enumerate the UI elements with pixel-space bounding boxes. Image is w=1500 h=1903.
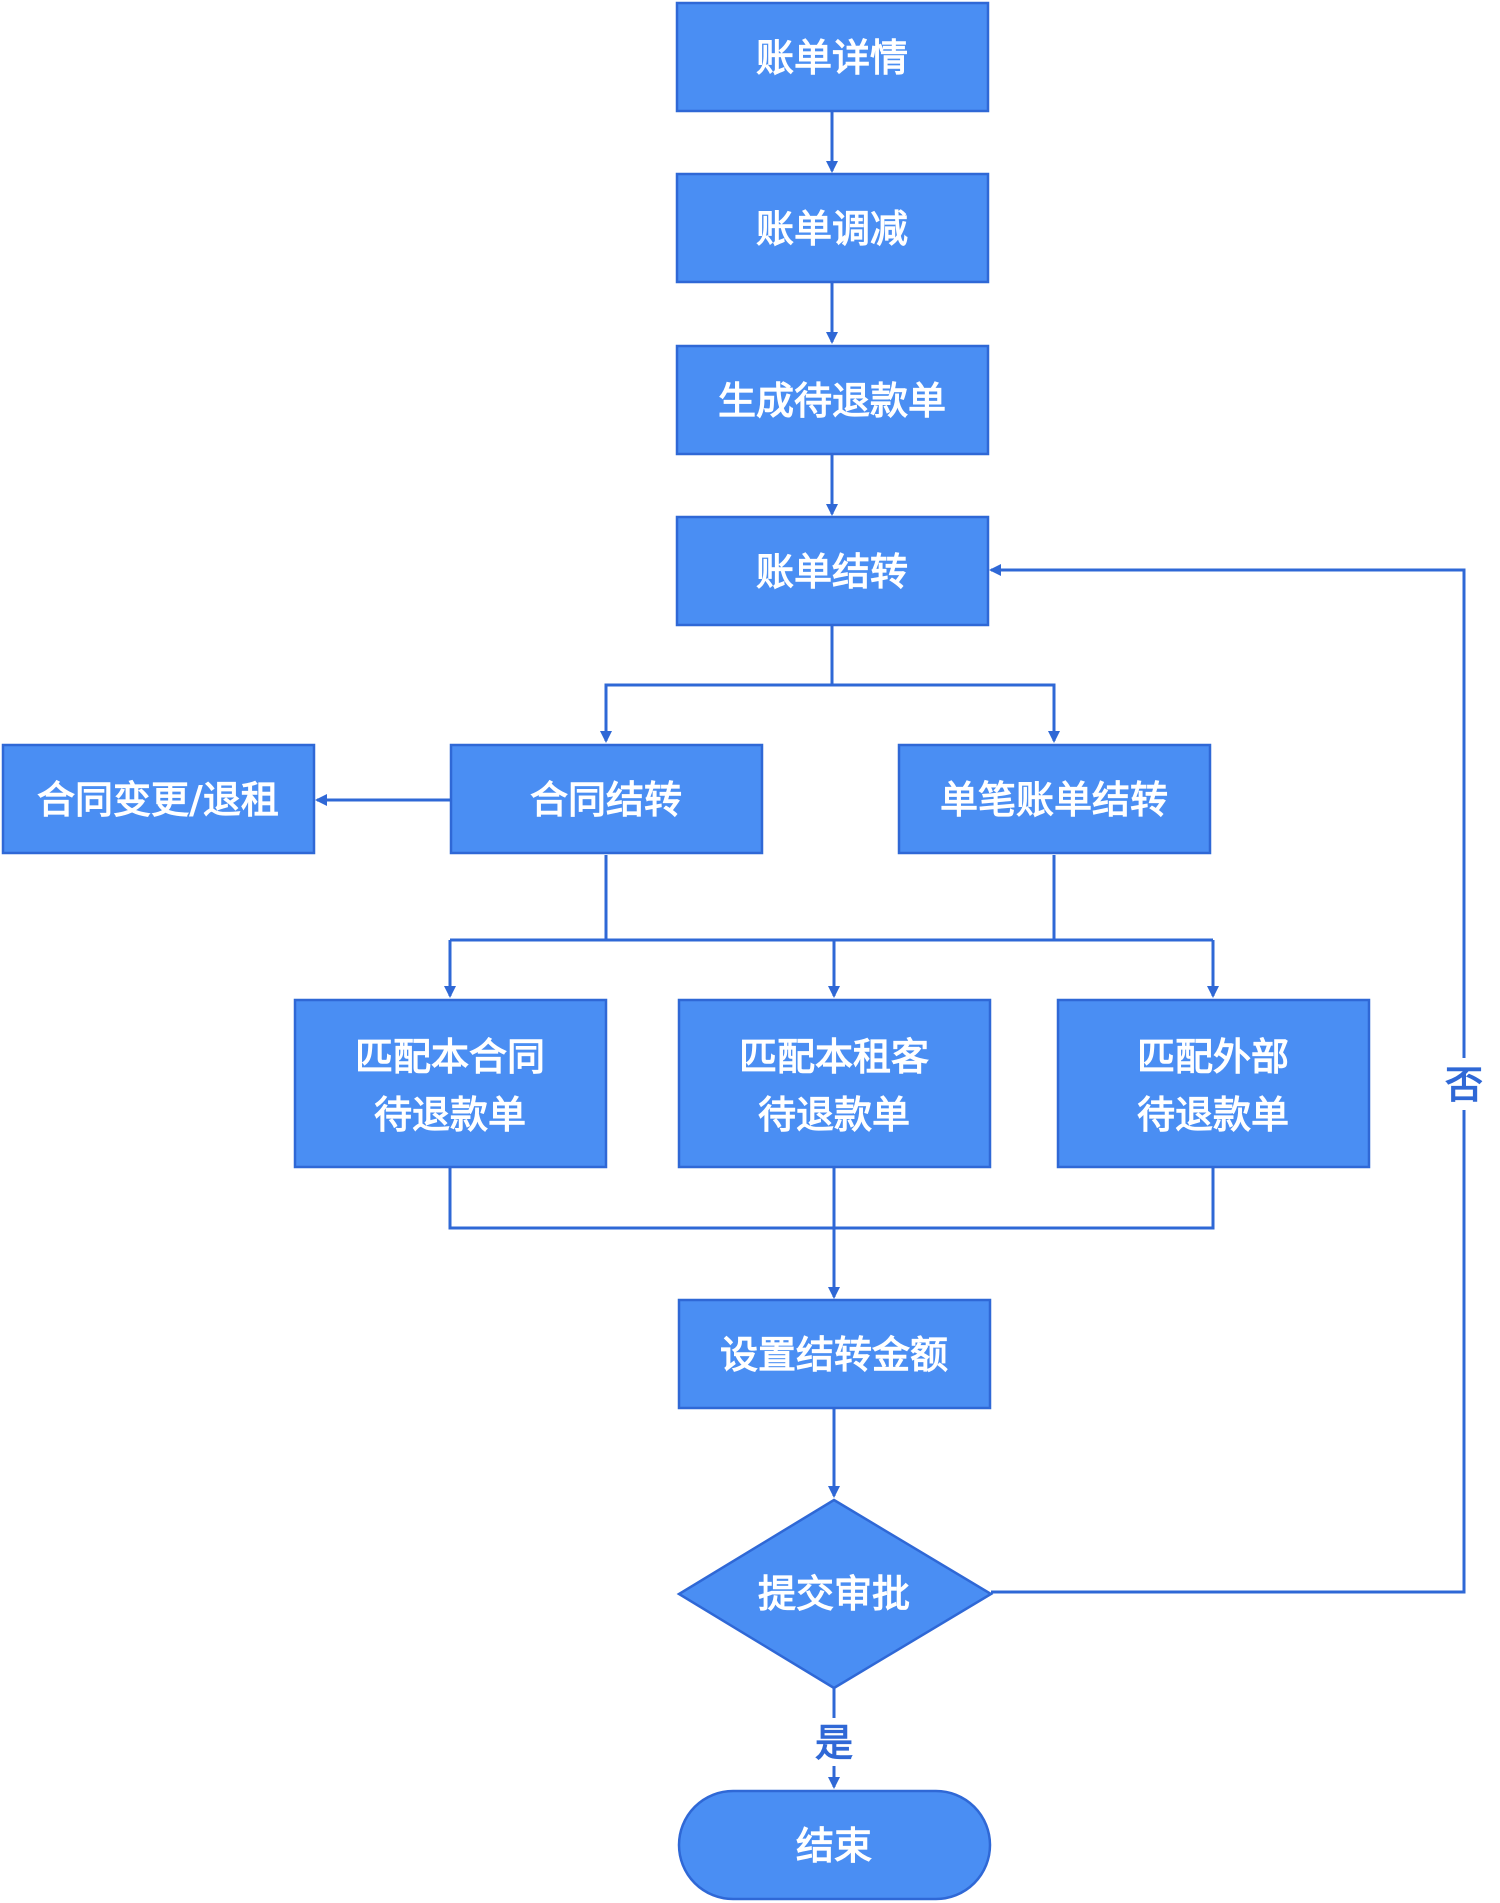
node-match-external: 匹配外部 待退款单 [1056,998,1371,1169]
node-match-contract: 匹配本合同 待退款单 [293,998,608,1169]
node-contract-transfer: 合同结转 [449,743,764,855]
svg-text:设置结转金额: 设置结转金额 [720,1333,948,1377]
node-bill-reduce: 账单调减 [675,172,990,284]
node-submit-approval: 提交审批 [676,1498,994,1690]
svg-text:账单结转: 账单结转 [756,550,908,594]
svg-text:生成待退款单: 生成待退款单 [718,379,946,423]
node-bill-detail: 账单详情 [675,1,990,113]
node-set-amount: 设置结转金额 [677,1298,992,1410]
svg-text:待退款单: 待退款单 [374,1093,526,1137]
node-match-tenant: 匹配本租客 待退款单 [677,998,992,1169]
node-single-bill-transfer: 单笔账单结转 [897,743,1212,855]
edge-label-yes: 是 [812,1718,856,1766]
edge-transfer-split [600,626,834,743]
edge-label-no: 否 [1442,1058,1486,1110]
edge-match-contract-down [448,1168,1215,1230]
svg-text:账单详情: 账单详情 [756,36,908,80]
svg-text:是: 是 [815,1721,853,1765]
svg-text:匹配本合同: 匹配本合同 [355,1035,545,1079]
svg-text:单笔账单结转: 单笔账单结转 [940,778,1168,822]
svg-text:待退款单: 待退款单 [1137,1093,1289,1137]
edge-transfer-to-single [832,683,1060,743]
svg-text:结束: 结束 [796,1824,872,1868]
node-contract-change: 合同变更/退租 [1,743,316,855]
svg-text:匹配本租客: 匹配本租客 [739,1035,929,1079]
svg-text:账单调减: 账单调减 [756,207,908,251]
node-end: 结束 [677,1789,992,1901]
svg-text:待退款单: 待退款单 [758,1093,910,1137]
svg-text:匹配外部: 匹配外部 [1137,1035,1289,1079]
svg-text:提交审批: 提交审批 [758,1572,910,1616]
svg-text:合同结转: 合同结转 [530,778,682,822]
node-bill-transfer: 账单结转 [675,515,990,627]
svg-text:否: 否 [1445,1063,1483,1107]
svg-text:合同变更/退租: 合同变更/退租 [37,778,279,822]
node-generate-refund: 生成待退款单 [675,344,990,456]
